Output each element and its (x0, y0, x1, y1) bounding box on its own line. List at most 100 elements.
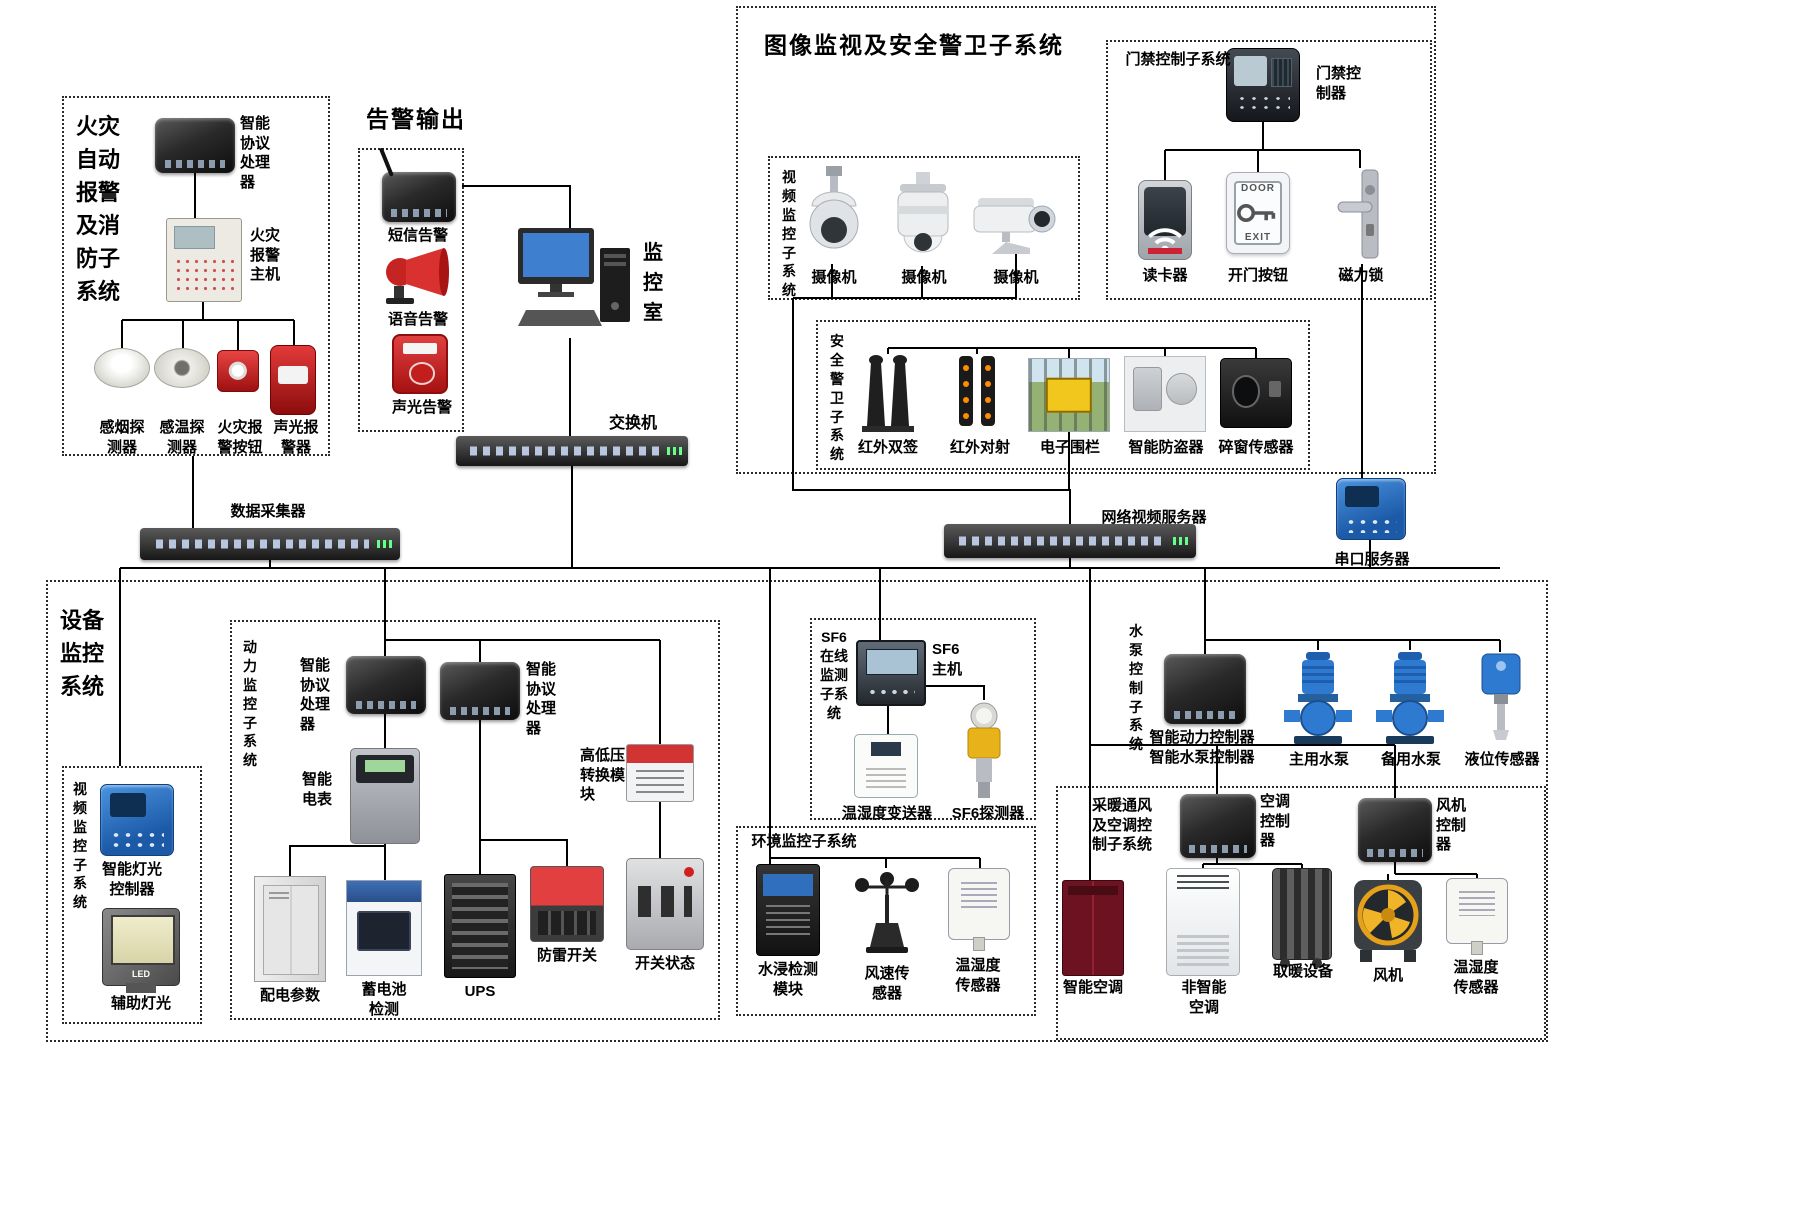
aux-light-label: 辅助灯光 (110, 995, 171, 1012)
dist-params-device (254, 876, 326, 982)
warning-sign-icon (1045, 377, 1093, 413)
switch-status-label: 开关状态 (634, 955, 695, 972)
window-sensor-label: 碎窗传感器 (1218, 439, 1294, 456)
pump-icon (1376, 652, 1444, 744)
surge-device (530, 866, 604, 942)
pump-title: 水泵控制子系统 (1129, 623, 1143, 753)
wind-sensor-device (854, 868, 920, 956)
power-subsystem-box (230, 620, 720, 1020)
fire-alarm-button-label: 火灾报警按钮 (217, 419, 263, 456)
wifi-icon (1148, 228, 1182, 254)
gas-detector-icon (967, 702, 1001, 798)
ir-beam-label: 红外对射 (949, 439, 1010, 456)
smart-ac-label: 智能空调 (1062, 979, 1123, 996)
ir-dual-label: 红外双签 (857, 439, 918, 456)
guard-title: 安全警卫子系统 (830, 333, 844, 463)
sf6-detector-label: SF6探测器 (951, 805, 1025, 822)
security-system-title: 图像监视及安全警卫子系统 (764, 32, 1064, 58)
pump-icon (1284, 652, 1352, 744)
sf6-title: SF6在线监测子系统 (820, 629, 848, 721)
smoke-detector-device (94, 348, 150, 388)
heater-device (1272, 868, 1332, 968)
meter-label: 智能电表 (302, 771, 333, 808)
dist-params-label: 配电参数 (259, 987, 320, 1004)
nvs-device (944, 524, 1196, 558)
hvac-humidity-label: 温湿度传感器 (1453, 959, 1499, 996)
burglar-device (1124, 356, 1206, 432)
main-pump-label: 主用水泵 (1288, 751, 1349, 768)
ir-beam-device (955, 354, 999, 432)
bullet-camera-icon (973, 198, 1056, 254)
aux-light-device: LED (102, 908, 180, 993)
pump-controller-label1: 智能动力控制器 (1149, 729, 1255, 746)
fire-subsystem-box (62, 96, 330, 456)
ir-beam-icon (959, 356, 995, 426)
switch-status-device (626, 858, 704, 950)
ups-label: UPS (464, 983, 496, 1000)
ups-device (444, 874, 516, 978)
equip-video-title: 视频监控子系统 (73, 781, 87, 911)
hvac-title: 采暖通风及空调控制子系统 (1092, 797, 1153, 853)
window-sensor-device (1220, 358, 1292, 428)
power-processor1-device (346, 656, 426, 714)
light-controller-device (100, 784, 174, 856)
sf6-subsystem-box (810, 618, 1036, 820)
door-button-face: DOOR EXIT (1234, 181, 1282, 245)
sf6-host-device (856, 640, 926, 706)
switch-label: 交换机 (608, 415, 657, 432)
access-controller-label: 门禁控制器 (1316, 65, 1362, 102)
level-sensor-icon (1481, 653, 1521, 740)
collector-label: 数据采集器 (230, 503, 306, 520)
ac-controller-label: 空调控制器 (1260, 793, 1291, 849)
alarm-output-box (358, 148, 464, 432)
sound-light-output-label: 声光告警 (391, 399, 452, 416)
fan-label: 风机 (1372, 967, 1403, 984)
fan-controller-label: 风机控制器 (1436, 797, 1467, 853)
camera2-device (890, 172, 956, 268)
fan-device (1352, 878, 1424, 964)
level-sensor-device (1470, 652, 1532, 742)
sf6-transmitter-label: 温湿度变送器 (841, 805, 932, 822)
plain-ac-label: 非智能空调 (1181, 979, 1227, 1016)
burglar-label: 智能防盗器 (1128, 439, 1204, 456)
security-system-box (736, 6, 1436, 474)
ir-dual-device (862, 354, 914, 434)
equipment-title: 设备监控系统 (59, 608, 104, 699)
sound-light-alarm-device (270, 345, 316, 415)
switch-device (456, 436, 688, 466)
fire-alarm-host-label: 火灾报警主机 (250, 227, 281, 283)
temp-detector-device (154, 348, 210, 388)
water-module-label: 水浸检测模块 (757, 961, 818, 998)
power-title: 动力监控子系统 (243, 639, 257, 769)
fire-protocol-processor-device (155, 118, 235, 173)
mag-lock-device (1332, 168, 1390, 264)
battery-label: 蓄电池检测 (361, 981, 407, 1018)
surge-label: 防雷开关 (536, 947, 597, 964)
alarm-output-title: 告警输出 (366, 106, 466, 132)
collector-device (140, 528, 400, 560)
ptz-camera-icon (897, 172, 949, 253)
power-processor2-device (440, 662, 520, 720)
serial-server-device (1336, 478, 1406, 540)
hvac-humidity-device (1446, 878, 1508, 944)
backup-pump-label: 备用水泵 (1380, 751, 1441, 768)
sf6-host-label: SF6主机 (932, 641, 963, 678)
fan-controller-device (1358, 798, 1432, 862)
serial-server-label: 串口服务器 (1334, 551, 1410, 568)
pump-controller-device (1164, 654, 1246, 724)
fire-subsystem-title: 火灾自动报警及消防子系统 (75, 114, 120, 304)
access-control-box (1106, 40, 1432, 300)
camera3-device (972, 196, 1062, 254)
fence-device (1028, 358, 1110, 432)
equip-video-box (62, 766, 202, 1024)
computer-icon (518, 228, 630, 326)
access-title: 门禁控制子系统 (1125, 51, 1231, 68)
fence-label: 电子围栏 (1039, 439, 1100, 456)
fire-protocol-processor-label: 智能协议处理器 (240, 115, 271, 191)
smart-ac-device (1062, 880, 1124, 976)
card-reader-device (1138, 180, 1192, 260)
sf6-transmitter-device (854, 734, 918, 798)
battery-device (346, 880, 422, 976)
hvac-subsystem-box (1056, 786, 1546, 1040)
